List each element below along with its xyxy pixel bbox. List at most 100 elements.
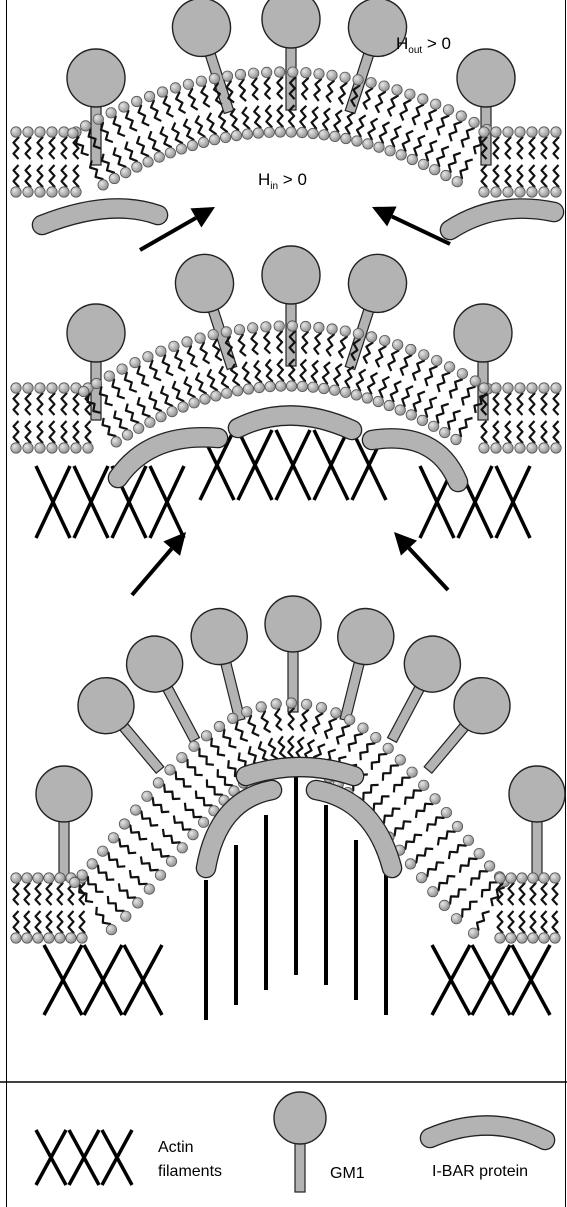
ibar-protein xyxy=(238,415,352,430)
lipid-head xyxy=(428,887,438,897)
lipid-head xyxy=(443,105,453,115)
gm1-glycolipid xyxy=(322,0,414,121)
lipid-head xyxy=(177,753,187,763)
lipid-head xyxy=(444,362,454,372)
lipid-head xyxy=(527,443,537,453)
lipid-head xyxy=(331,708,341,718)
lipid-head xyxy=(503,187,513,197)
lipid-head xyxy=(288,67,298,77)
gm1-head xyxy=(185,603,253,671)
lipid-head xyxy=(198,817,208,827)
lipid-head xyxy=(551,127,561,137)
lipid-head xyxy=(301,699,311,709)
lipid-head xyxy=(407,154,417,164)
lipid-head xyxy=(440,427,450,437)
lipid-head xyxy=(122,430,132,440)
actin-filaments xyxy=(44,945,162,1015)
lipid-head xyxy=(11,933,21,943)
lipid-head xyxy=(231,130,241,140)
lipid-head xyxy=(515,127,525,137)
lipid-head xyxy=(384,400,394,410)
ibar-protein xyxy=(246,767,354,776)
lipid-head xyxy=(353,329,363,339)
gm1-stem xyxy=(162,685,199,743)
lipid-head xyxy=(23,383,33,393)
lipid-head xyxy=(341,133,351,143)
lipid-head xyxy=(470,376,480,386)
gm1-glycolipid xyxy=(509,766,565,880)
lipid-head xyxy=(11,443,21,453)
lipid-head xyxy=(155,870,165,880)
lipid-head xyxy=(479,443,489,453)
lipid-head xyxy=(167,406,177,416)
lipid-head xyxy=(248,323,258,333)
lipid-head xyxy=(55,933,65,943)
lipid-head xyxy=(143,157,153,167)
gm1-head xyxy=(454,304,512,362)
lipid-head xyxy=(528,873,538,883)
gm1-head xyxy=(67,49,125,107)
lipid-head xyxy=(503,127,513,137)
lipid-head xyxy=(143,352,153,362)
lipid-head xyxy=(35,443,45,453)
lipid-head xyxy=(319,130,329,140)
lipid-head xyxy=(22,933,32,943)
lipid-head xyxy=(106,108,116,118)
lipid-head xyxy=(362,393,372,403)
lipid-head xyxy=(406,344,416,354)
lipid-head xyxy=(196,76,206,86)
lipid-head xyxy=(503,443,513,453)
lipid-head xyxy=(200,394,210,404)
lipid-head xyxy=(452,177,462,187)
lipid-head xyxy=(308,128,318,138)
lipid-head xyxy=(121,167,131,177)
lipid-head xyxy=(66,933,76,943)
lipid-head xyxy=(156,412,166,422)
lipid-head xyxy=(406,410,416,420)
gm1-stem xyxy=(424,722,469,773)
lipid-head xyxy=(182,337,192,347)
lipid-head xyxy=(286,381,296,391)
lipid-head xyxy=(503,383,513,393)
lipid-head xyxy=(393,340,403,350)
lipid-head xyxy=(363,139,373,149)
lipid-head xyxy=(221,327,231,337)
gm1-head xyxy=(262,0,320,48)
lipid-head xyxy=(314,322,324,332)
gm1-glycolipid xyxy=(322,247,414,377)
lipid-head xyxy=(539,127,549,137)
lipid-head xyxy=(539,933,549,943)
lipid-head xyxy=(248,68,258,78)
lipid-head xyxy=(178,402,188,412)
lipid-head xyxy=(165,765,175,775)
lipid-head xyxy=(418,94,428,104)
lipid-head xyxy=(11,187,21,197)
lipid-head xyxy=(71,187,81,197)
gm1-glycolipid xyxy=(36,766,92,880)
lipid-head xyxy=(117,364,127,374)
lipid-head xyxy=(340,326,350,336)
lipid-head xyxy=(195,333,205,343)
lipid-head xyxy=(119,819,129,829)
lipid-head xyxy=(121,911,131,921)
lipid-head xyxy=(170,83,180,93)
lipid-head xyxy=(383,743,393,753)
lipid-head xyxy=(300,321,310,331)
lipid-head xyxy=(256,702,266,712)
lipid-bilayer xyxy=(11,698,560,943)
lipid-head xyxy=(515,187,525,197)
lipid-head xyxy=(286,698,296,708)
gm1-head xyxy=(168,247,241,320)
lipid-head xyxy=(132,96,142,106)
lipid-head xyxy=(491,187,501,197)
lipid-head xyxy=(44,933,54,943)
legend-ibar-label: I-BAR protein xyxy=(432,1163,528,1180)
lipid-head xyxy=(316,702,326,712)
arrow-shaft xyxy=(409,548,448,590)
lipid-head xyxy=(165,148,175,158)
force-arrow xyxy=(132,532,186,595)
lipid-head xyxy=(271,699,281,709)
gm1-glycolipid xyxy=(265,596,321,712)
ibar-protein xyxy=(430,1125,545,1140)
